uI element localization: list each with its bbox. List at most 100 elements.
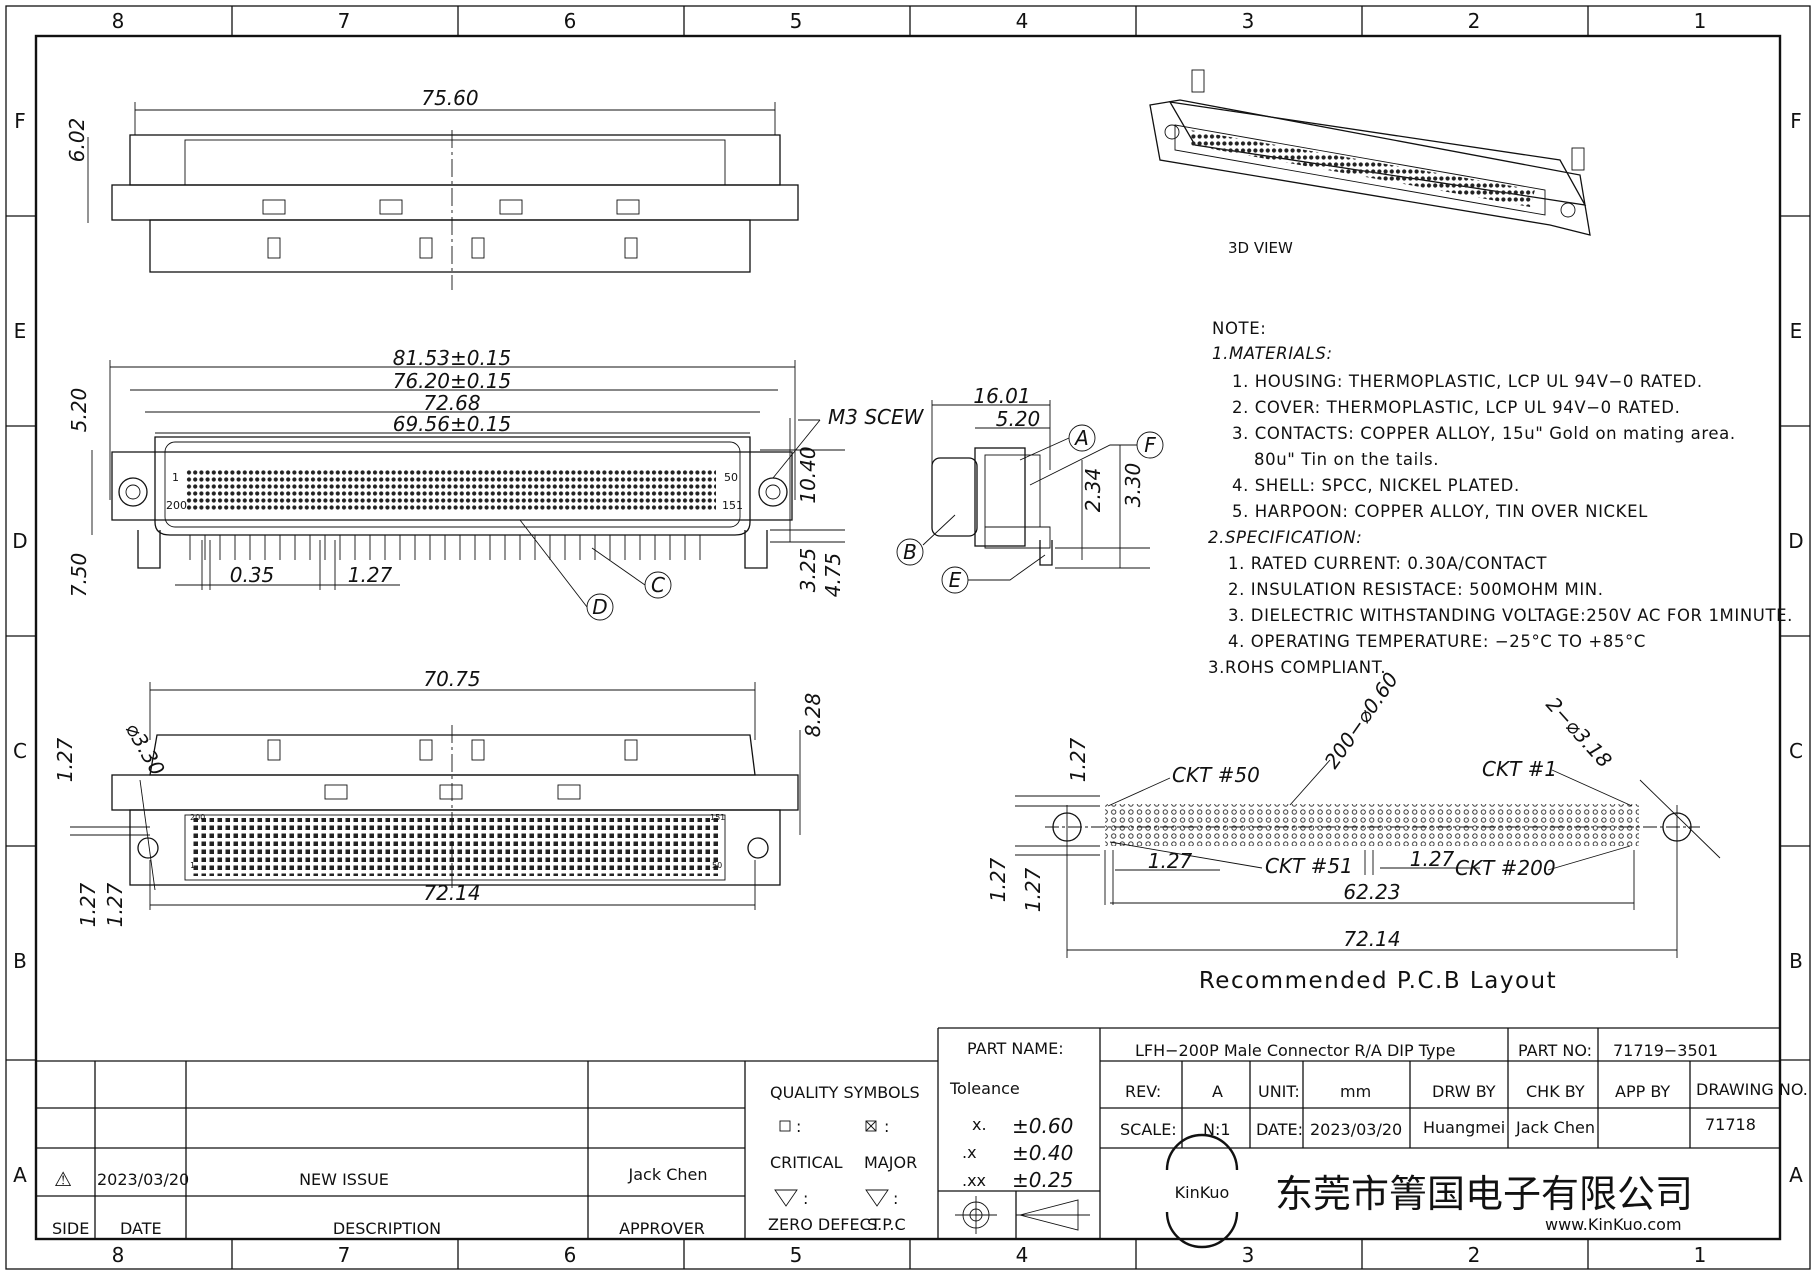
dim-3-25: 3.25 bbox=[796, 548, 820, 593]
tol-dxx-label: .xx bbox=[962, 1171, 986, 1190]
company-website: www.KinKuo.com bbox=[1545, 1215, 1682, 1234]
pcb-ckt-50: CKT #50 bbox=[1172, 763, 1260, 787]
zone-col-3-bottom: 3 bbox=[1242, 1243, 1255, 1267]
bv-pin-50: 50 bbox=[712, 861, 722, 870]
note-m1: 1. HOUSING: THERMOPLASTIC, LCP UL 94V−0 … bbox=[1232, 372, 1703, 391]
m3-screw-label: M3 SCEW bbox=[828, 405, 925, 429]
scale-value: N:1 bbox=[1203, 1120, 1231, 1139]
major-colon: : bbox=[884, 1117, 889, 1136]
title-block: PART NAME: LFH−200P Male Connector R/A D… bbox=[36, 1027, 1808, 1249]
zone-row-e-right: E bbox=[1790, 319, 1803, 343]
zone-col-4: 4 bbox=[1016, 9, 1029, 33]
pcb-holes-200: 200−⌀0.60 bbox=[1319, 668, 1403, 773]
spc-icon bbox=[865, 1189, 889, 1207]
spc-colon: : bbox=[893, 1189, 898, 1208]
part-name-value: LFH−200P Male Connector R/A DIP Type bbox=[1135, 1041, 1455, 1060]
dim-bv-1-27-c: 1.27 bbox=[103, 882, 127, 927]
callout-f: F bbox=[1144, 433, 1156, 457]
concentric-symbol bbox=[955, 1196, 997, 1234]
pcb-dim-1-27-a: 1.27 bbox=[1066, 737, 1090, 782]
dim-5-20-left: 5.20 bbox=[67, 388, 91, 433]
dim-72-68: 72.68 bbox=[423, 391, 480, 415]
callout-c: C bbox=[651, 573, 665, 597]
unit-label: UNIT: bbox=[1258, 1082, 1300, 1101]
note-section-rohs: 3.ROHS COMPLIANT. bbox=[1208, 658, 1386, 677]
zone-col-8-bottom: 8 bbox=[112, 1243, 125, 1267]
note-m3: 3. CONTACTS: COPPER ALLOY, 15u" Gold on … bbox=[1232, 424, 1736, 443]
zone-row-a-right: A bbox=[1789, 1163, 1803, 1187]
hdr-side: SIDE bbox=[52, 1219, 89, 1238]
major-label: MAJOR bbox=[864, 1153, 917, 1172]
dim-10-40: 10.40 bbox=[796, 446, 820, 503]
note-section-spec: 2.SPECIFICATION: bbox=[1208, 528, 1362, 547]
connector-3d-view: 3D VIEW bbox=[1149, 69, 1591, 257]
note-s2: 2. INSULATION RESISTACE: 500MOHM MIN. bbox=[1228, 580, 1604, 599]
pcb-ckt-51: CKT #51 bbox=[1265, 854, 1353, 878]
company-name-cn: 东莞市箐国电子有限公司 bbox=[1275, 1172, 1693, 1216]
dim-5-20-side: 5.20 bbox=[996, 407, 1041, 431]
zone-row-e: E bbox=[14, 319, 27, 343]
pcb-dim-1-27-e: 1.27 bbox=[1410, 847, 1455, 871]
note-s4: 4. OPERATING TEMPERATURE: −25°C TO +85°C bbox=[1228, 632, 1646, 651]
drawing-no-value: 71718 bbox=[1705, 1115, 1756, 1134]
zone-row-a: A bbox=[13, 1163, 27, 1187]
zone-col-1: 1 bbox=[1694, 9, 1707, 33]
dim-76-20: 76.20±0.15 bbox=[393, 369, 512, 393]
callout-d: D bbox=[592, 595, 607, 619]
drw-by-label: DRW BY bbox=[1432, 1082, 1496, 1101]
note-title: NOTE: bbox=[1212, 319, 1266, 338]
logo-text: KinKuo bbox=[1175, 1183, 1230, 1202]
zone-row-b: B bbox=[13, 949, 27, 973]
major-box-icon bbox=[865, 1120, 877, 1132]
zone-col-7: 7 bbox=[338, 9, 351, 33]
zone-row-c: C bbox=[13, 739, 27, 763]
dim-75-60: 75.60 bbox=[421, 86, 478, 110]
note-s1: 1. RATED CURRENT: 0.30A/CONTACT bbox=[1228, 554, 1547, 573]
spc-label: S.P.C bbox=[867, 1215, 906, 1234]
pcb-dim-1-27-b: 1.27 bbox=[986, 857, 1010, 902]
dim-1-27: 1.27 bbox=[348, 563, 393, 587]
zero-defect-icon bbox=[774, 1189, 798, 1207]
outer-border bbox=[5, 5, 1811, 1270]
zone-col-5: 5 bbox=[790, 9, 803, 33]
date-label: DATE: bbox=[1256, 1120, 1303, 1139]
tol-x-value: ±0.60 bbox=[1012, 1114, 1073, 1138]
zone-row-f: F bbox=[14, 109, 26, 133]
inner-border bbox=[34, 34, 1782, 1241]
dim-16-01: 16.01 bbox=[973, 384, 1030, 408]
bottom-view: 70.75 8.28 200 151 1 50 72.14 ⌀3.30 1.27… bbox=[53, 667, 825, 927]
tolerance-label: Toleance bbox=[949, 1079, 1020, 1098]
bv-pin-200: 200 bbox=[190, 813, 205, 822]
unit-value: mm bbox=[1340, 1082, 1371, 1101]
zone-row-f-right: F bbox=[1790, 109, 1802, 133]
rev-label: REV: bbox=[1125, 1082, 1161, 1101]
chk-by-label: CHK BY bbox=[1526, 1082, 1585, 1101]
drw-by-value: Huangmei bbox=[1423, 1118, 1505, 1137]
zone-ticks bbox=[6, 6, 1810, 1269]
tol-dxx-value: ±0.25 bbox=[1012, 1168, 1073, 1192]
hdr-approver: APPROVER bbox=[619, 1219, 705, 1238]
dim-3-30: 3.30 bbox=[1121, 463, 1145, 508]
dim-69-56: 69.56±0.15 bbox=[393, 412, 512, 436]
note-m4: 4. SHELL: SPCC, NICKEL PLATED. bbox=[1232, 476, 1520, 495]
dim-bv-1-27-b: 1.27 bbox=[76, 882, 100, 927]
dim-dia-3-30: ⌀3.30 bbox=[121, 719, 170, 780]
notes-block: NOTE: 1.MATERIALS: 1. HOUSING: THERMOPLA… bbox=[1208, 319, 1793, 677]
revision-approver: Jack Chen bbox=[628, 1165, 708, 1184]
zone-col-6: 6 bbox=[564, 9, 577, 33]
3d-view-label: 3D VIEW bbox=[1228, 239, 1293, 257]
pcb-dim-62-23: 62.23 bbox=[1343, 880, 1400, 904]
dim-0-35: 0.35 bbox=[230, 563, 275, 587]
pcb-ckt-1: CKT #1 bbox=[1482, 757, 1557, 781]
critical-colon: : bbox=[796, 1117, 801, 1136]
dim-2-34: 2.34 bbox=[1081, 468, 1105, 513]
revision-mark-icon: ⚠ bbox=[54, 1167, 72, 1191]
pcb-layout-title: Recommended P.C.B Layout bbox=[1199, 968, 1557, 994]
tol-dx-label: .x bbox=[962, 1143, 977, 1162]
note-m5: 5. HARPOON: COPPER ALLOY, TIN OVER NICKE… bbox=[1232, 502, 1648, 521]
dim-70-75: 70.75 bbox=[423, 667, 480, 691]
note-m2: 2. COVER: THERMOPLASTIC, LCP UL 94V−0 RA… bbox=[1232, 398, 1680, 417]
note-s3: 3. DIELECTRIC WITHSTANDING VOLTAGE:250V … bbox=[1228, 606, 1793, 625]
bv-pin-151: 151 bbox=[710, 813, 725, 822]
